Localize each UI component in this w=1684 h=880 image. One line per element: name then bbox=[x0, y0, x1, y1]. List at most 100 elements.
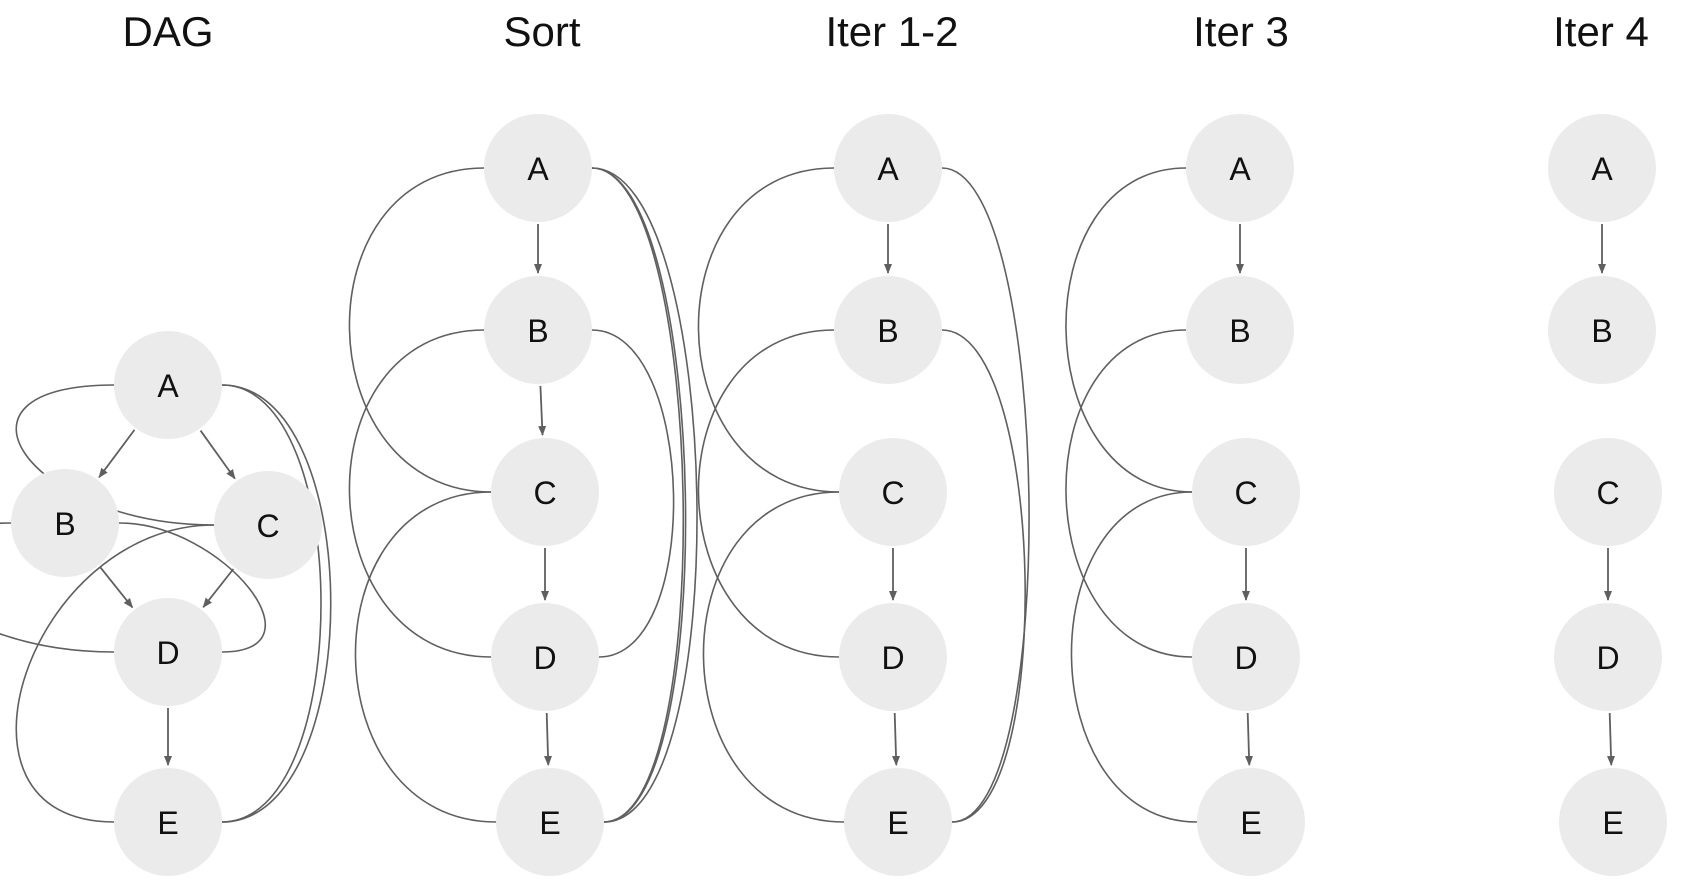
node-label-dag-b: B bbox=[54, 506, 75, 542]
node-label-iter-4-a: A bbox=[1591, 151, 1613, 187]
node-circle-sort-b bbox=[484, 276, 592, 384]
node-circle-sort-e bbox=[496, 768, 604, 876]
node-label-iter-3-d: D bbox=[1234, 640, 1257, 676]
node-dag-d: D bbox=[114, 598, 222, 706]
panel-title-iter-4: Iter 4 bbox=[1553, 8, 1649, 55]
connector-curve-sort-a-c-0 bbox=[348, 167, 492, 493]
node-iter-1-2-b: B bbox=[834, 276, 942, 384]
node-label-iter-1-2-c: C bbox=[881, 475, 904, 511]
connector-curve-sort-c-e-2 bbox=[354, 491, 497, 823]
node-circle-iter-4-e bbox=[1559, 768, 1667, 876]
node-iter-3-c: C bbox=[1192, 438, 1300, 546]
edge-dag-a-c bbox=[199, 430, 236, 480]
node-iter-1-2-a: A bbox=[834, 114, 942, 222]
node-iter-3-e: E bbox=[1197, 768, 1305, 876]
node-label-dag-c: C bbox=[256, 508, 279, 544]
edge-iter-1-2-d-e bbox=[892, 712, 900, 767]
node-circle-iter-1-2-b bbox=[834, 276, 942, 384]
connector-curve-iter-1-2-b-d-1 bbox=[697, 329, 840, 658]
node-circle-iter-1-2-c bbox=[839, 438, 947, 546]
connector-curve-sort-b-d-4 bbox=[591, 329, 675, 658]
connector-curve-dag-c-e-2 bbox=[15, 524, 215, 823]
node-dag-a: A bbox=[114, 331, 222, 439]
node-circle-iter-4-d bbox=[1554, 603, 1662, 711]
node-circle-sort-c bbox=[491, 438, 599, 546]
node-circle-iter-3-a bbox=[1186, 114, 1294, 222]
connector-curve-sort-a-e-3 bbox=[591, 167, 685, 823]
edge-dag-a-b bbox=[98, 429, 136, 479]
node-label-sort-d: D bbox=[533, 640, 556, 676]
connector-curve-sort-b-d-1 bbox=[348, 329, 492, 658]
node-label-iter-1-2-d: D bbox=[881, 640, 904, 676]
node-dag-b: B bbox=[11, 469, 119, 577]
node-iter-4-a: A bbox=[1548, 114, 1656, 222]
node-iter-3-a: A bbox=[1186, 114, 1294, 222]
connector-curve-sort-a-e-5 bbox=[591, 167, 698, 823]
panel-title-iter-3: Iter 3 bbox=[1193, 8, 1289, 55]
connector-curve-iter-3-a-c-0 bbox=[1065, 167, 1193, 493]
node-circle-iter-4-b bbox=[1548, 276, 1656, 384]
node-iter-1-2-c: C bbox=[839, 438, 947, 546]
node-circle-iter-1-2-a bbox=[834, 114, 942, 222]
node-sort-d: D bbox=[491, 603, 599, 711]
panel-title-dag: DAG bbox=[122, 8, 214, 55]
node-iter-1-2-d: D bbox=[839, 603, 947, 711]
connector-curve-iter-1-2-a-e-3 bbox=[941, 167, 1030, 823]
node-label-iter-3-e: E bbox=[1240, 805, 1261, 841]
node-circle-iter-3-e bbox=[1197, 768, 1305, 876]
node-iter-3-b: B bbox=[1186, 276, 1294, 384]
connector-curve-dag-a-e-3 bbox=[221, 384, 322, 823]
connector-curve-dag-a-c-0 bbox=[15, 384, 215, 526]
node-iter-4-b: B bbox=[1548, 276, 1656, 384]
node-iter-4-e: E bbox=[1559, 768, 1667, 876]
nodes-layer: A B C D E A B C D E A B C D E A B C D E A B C D E bbox=[11, 114, 1667, 876]
node-label-iter-3-c: C bbox=[1234, 475, 1257, 511]
node-label-iter-4-d: D bbox=[1596, 640, 1619, 676]
edge-iter-4-d-e bbox=[1607, 712, 1615, 767]
node-circle-sort-d bbox=[491, 603, 599, 711]
node-label-iter-3-a: A bbox=[1229, 151, 1251, 187]
node-label-dag-e: E bbox=[157, 805, 178, 841]
node-sort-e: E bbox=[496, 768, 604, 876]
edge-sort-b-c bbox=[538, 385, 547, 437]
node-circle-iter-1-2-e bbox=[844, 768, 952, 876]
node-iter-1-2-e: E bbox=[844, 768, 952, 876]
node-label-iter-4-c: C bbox=[1596, 475, 1619, 511]
node-circle-dag-c bbox=[214, 471, 322, 579]
node-sort-b: B bbox=[484, 276, 592, 384]
panel-title-iter-1-2: Iter 1-2 bbox=[825, 8, 959, 55]
connector-curve-dag-b-d-4 bbox=[118, 522, 267, 653]
node-circle-dag-b bbox=[11, 469, 119, 577]
connector-curve-iter-3-b-d-1 bbox=[1065, 329, 1193, 658]
node-label-dag-a: A bbox=[157, 368, 179, 404]
node-iter-4-d: D bbox=[1554, 603, 1662, 711]
node-label-sort-b: B bbox=[527, 313, 548, 349]
node-circle-iter-4-a bbox=[1548, 114, 1656, 222]
node-label-iter-4-e: E bbox=[1602, 805, 1623, 841]
node-label-dag-d: D bbox=[156, 635, 179, 671]
connector-curve-iter-1-2-a-c-0 bbox=[697, 167, 840, 493]
node-circle-iter-3-d bbox=[1192, 603, 1300, 711]
node-label-iter-1-2-e: E bbox=[887, 805, 908, 841]
node-circle-iter-1-2-d bbox=[839, 603, 947, 711]
node-label-iter-1-2-a: A bbox=[877, 151, 899, 187]
edge-dag-b-d bbox=[99, 566, 134, 609]
node-label-iter-3-b: B bbox=[1229, 313, 1250, 349]
panel-title-sort: Sort bbox=[503, 8, 581, 55]
node-label-sort-a: A bbox=[527, 151, 549, 187]
edge-dag-c-d bbox=[202, 568, 235, 609]
node-circle-iter-4-c bbox=[1554, 438, 1662, 546]
node-label-iter-4-b: B bbox=[1591, 313, 1612, 349]
node-label-sort-c: C bbox=[533, 475, 556, 511]
node-dag-e: E bbox=[114, 768, 222, 876]
node-dag-c: C bbox=[214, 471, 322, 579]
node-iter-4-c: C bbox=[1554, 438, 1662, 546]
edge-iter-3-d-e bbox=[1245, 712, 1253, 767]
node-label-sort-e: E bbox=[539, 805, 560, 841]
connector-curve-iter-1-2-c-e-2 bbox=[702, 491, 845, 823]
node-circle-iter-3-c bbox=[1192, 438, 1300, 546]
connector-curve-iter-1-2-b-e-4 bbox=[941, 329, 1026, 823]
node-circle-dag-e bbox=[114, 768, 222, 876]
node-circle-dag-a bbox=[114, 331, 222, 439]
